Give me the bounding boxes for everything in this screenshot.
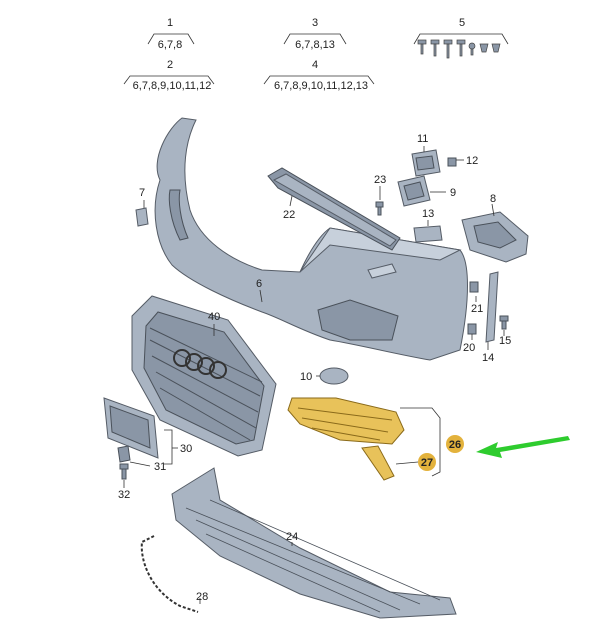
callout-1[interactable]: 1 <box>167 17 173 29</box>
trim-strip-27[interactable] <box>361 445 395 481</box>
license-plate-bracket-30[interactable] <box>103 397 159 459</box>
callout-40[interactable]: 40 <box>208 311 220 323</box>
callout-21[interactable]: 21 <box>471 303 483 315</box>
clip-7[interactable] <box>135 200 149 227</box>
callout-4[interactable]: 4 <box>312 59 318 71</box>
legend-group-1: 1 6,7,8 2 6,7,8,9,10,11,12 <box>123 17 215 92</box>
lower-spoiler-24[interactable] <box>171 467 457 619</box>
screw-15[interactable] <box>499 315 509 336</box>
clip-21[interactable] <box>469 281 479 302</box>
callout-4-sub: 6,7,8,9,10,11,12,13 <box>274 80 368 92</box>
callout-6[interactable]: 6 <box>256 278 262 290</box>
callout-2-sub: 6,7,8,9,10,11,12 <box>133 80 212 92</box>
clip-31[interactable] <box>117 445 151 467</box>
callout-3-sub: 6,7,8,13 <box>295 39 335 51</box>
callout-15[interactable]: 15 <box>499 335 511 347</box>
callout-14[interactable]: 14 <box>482 352 494 364</box>
callout-1-sub: 6,7,8 <box>158 39 182 51</box>
callout-22[interactable]: 22 <box>283 209 295 221</box>
callout-20[interactable]: 20 <box>463 342 475 354</box>
legend-group-3: 3 6,7,8,13 4 6,7,8,9,10,11,12,13 <box>263 17 375 92</box>
screw-32[interactable] <box>119 463 129 488</box>
callout-24[interactable]: 24 <box>286 531 298 543</box>
callout-2[interactable]: 2 <box>167 59 173 71</box>
bolt-23[interactable] <box>375 186 384 216</box>
callout-5[interactable]: 5 <box>459 17 465 29</box>
callout-11[interactable]: 11 <box>417 133 428 145</box>
callout-10[interactable]: 10 <box>300 371 312 383</box>
callout-12[interactable]: 12 <box>466 155 478 167</box>
callout-3[interactable]: 3 <box>312 17 318 29</box>
radiator-grille-40[interactable] <box>131 295 277 457</box>
clip-12[interactable] <box>447 157 464 167</box>
callout-13[interactable]: 13 <box>422 208 434 220</box>
callout-9[interactable]: 9 <box>450 187 456 199</box>
impact-absorber-22[interactable] <box>267 167 401 251</box>
callout-8[interactable]: 8 <box>490 193 496 205</box>
arrow-icon <box>476 436 570 458</box>
callout-31[interactable]: 31 <box>154 461 166 473</box>
callout-32[interactable]: 32 <box>118 489 130 501</box>
mount-13[interactable] <box>413 220 443 243</box>
callout-26[interactable]: 26 <box>449 439 461 451</box>
fastener-set-icon <box>417 39 501 59</box>
front-bumper-cover[interactable] <box>154 117 468 361</box>
guide-bracket-8[interactable] <box>461 203 529 263</box>
callout-28[interactable]: 28 <box>196 591 208 603</box>
callout-27[interactable]: 27 <box>421 457 433 469</box>
callout-30[interactable]: 30 <box>180 443 192 455</box>
side-bracket-14[interactable] <box>485 271 499 350</box>
legend-group-5: 5 <box>413 17 509 59</box>
badge-27 <box>418 453 436 471</box>
callout-23[interactable]: 23 <box>374 174 386 186</box>
tow-eye-cover-10[interactable] <box>316 367 349 385</box>
clip-20[interactable] <box>467 323 477 340</box>
bracket-11[interactable] <box>411 146 441 177</box>
fog-light-grille-26[interactable] <box>287 397 405 445</box>
trim-strip-28[interactable] <box>140 535 201 613</box>
callout-7[interactable]: 7 <box>139 187 145 199</box>
bracket-9[interactable] <box>397 175 446 207</box>
badge-26 <box>446 435 464 453</box>
